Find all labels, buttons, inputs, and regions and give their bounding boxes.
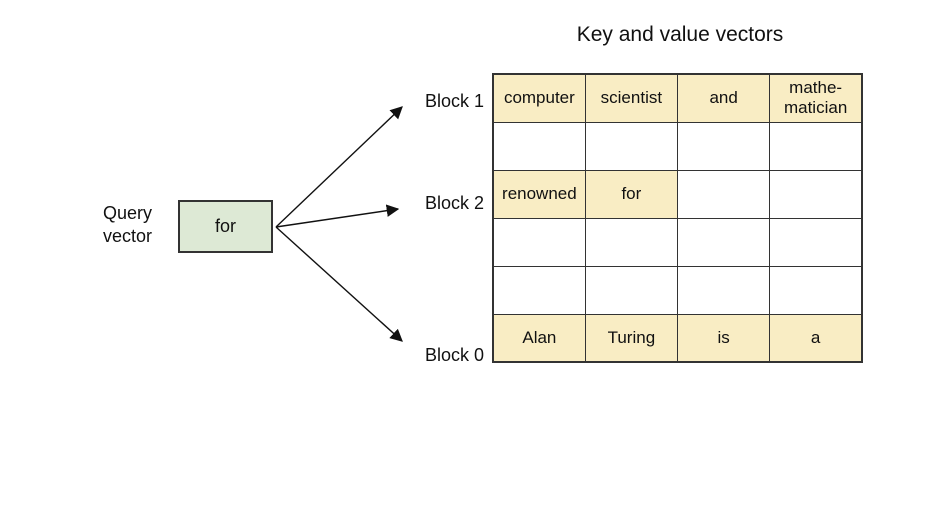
table-cell: mathe- matician bbox=[769, 73, 863, 123]
arrow-to-block-1 bbox=[275, 106, 403, 228]
block-2-label: Block 2 bbox=[424, 193, 484, 213]
table-cell: for bbox=[584, 169, 679, 219]
table-cell bbox=[584, 217, 679, 267]
table-cell: is bbox=[676, 313, 771, 363]
table-cell bbox=[769, 169, 863, 219]
table-cell bbox=[676, 217, 771, 267]
query-vector-box: for bbox=[178, 200, 273, 253]
table-cell bbox=[769, 217, 863, 267]
table-cell bbox=[492, 121, 586, 171]
table-cell bbox=[676, 169, 771, 219]
block-1-label: Block 1 bbox=[424, 91, 484, 111]
query-vector-label: Query vector bbox=[103, 203, 153, 246]
table-cell bbox=[769, 265, 863, 315]
table-cell: and bbox=[676, 73, 771, 123]
table-cell bbox=[492, 265, 586, 315]
diagram-title: Key and value vectors bbox=[576, 23, 784, 46]
table-cell bbox=[584, 121, 679, 171]
table-cell bbox=[676, 265, 771, 315]
arrow-to-block-0 bbox=[275, 226, 403, 342]
table-cell bbox=[676, 121, 771, 171]
table-row bbox=[492, 265, 863, 315]
arrow-to-block-2 bbox=[275, 204, 400, 228]
table-cell: renowned bbox=[492, 169, 586, 219]
block-0-label: Block 0 bbox=[424, 345, 484, 365]
table-cell: a bbox=[769, 313, 863, 363]
table-cell: Alan bbox=[492, 313, 586, 363]
query-token-text: for bbox=[214, 216, 236, 236]
table-cell: Turing bbox=[584, 313, 679, 363]
table-cell: computer bbox=[492, 73, 586, 123]
table-row bbox=[492, 121, 863, 171]
table-cell: scientist bbox=[584, 73, 679, 123]
table-cell bbox=[769, 121, 863, 171]
table-cell bbox=[584, 265, 679, 315]
table-row bbox=[492, 217, 863, 267]
table-cell bbox=[492, 217, 586, 267]
